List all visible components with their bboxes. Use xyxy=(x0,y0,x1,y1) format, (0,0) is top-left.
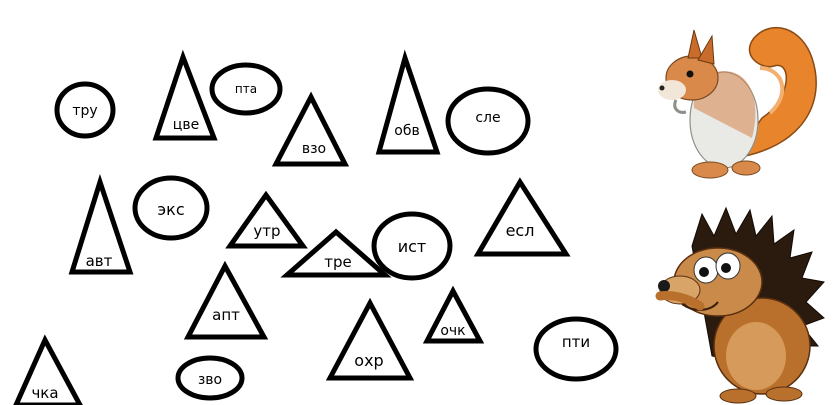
triangle-shape[interactable]: обв xyxy=(375,49,441,155)
triangle-label: авт xyxy=(86,252,113,270)
triangle-label: апт xyxy=(212,306,240,324)
hedgehog-icon xyxy=(652,206,840,405)
triangle-label: цве xyxy=(173,117,199,133)
circle-shape[interactable]: ист xyxy=(371,211,453,281)
triangle-label: есл xyxy=(506,221,535,240)
triangle-shape[interactable]: охр xyxy=(325,297,415,381)
circle-label: тру xyxy=(72,103,97,119)
triangle-shape[interactable]: тре xyxy=(280,228,392,278)
triangle-label: утр xyxy=(253,222,280,240)
triangle-label: обв xyxy=(394,123,419,139)
circle-label: пта xyxy=(235,82,257,96)
circle-label: ист xyxy=(398,237,427,256)
triangle-label: взо xyxy=(302,141,326,157)
circle-shape[interactable]: пти xyxy=(533,316,619,382)
circle-shape[interactable]: тру xyxy=(54,81,116,139)
triangle-shape[interactable]: чка xyxy=(13,334,83,405)
triangle-label: охр xyxy=(354,351,383,370)
circle-label: экс xyxy=(157,200,184,219)
triangle-shape[interactable]: авт xyxy=(68,173,134,275)
triangle-label: чка xyxy=(31,384,58,402)
circle-shape[interactable]: экс xyxy=(132,175,210,241)
triangle-label: тре xyxy=(324,253,352,271)
circle-label: зво xyxy=(198,372,222,388)
circle-label: сле xyxy=(475,110,500,126)
triangle-shape[interactable]: очк xyxy=(422,285,485,344)
triangle-label: очк xyxy=(440,323,465,339)
triangle-shape[interactable]: апт xyxy=(183,260,269,340)
triangle-shape[interactable]: есл xyxy=(473,177,571,257)
triangle-shape[interactable]: цве xyxy=(152,49,218,141)
triangle-shape[interactable]: взо xyxy=(271,91,350,167)
circle-shape[interactable]: сле xyxy=(445,86,531,156)
triangle-shape[interactable]: утр xyxy=(225,190,308,249)
circle-shape[interactable]: пта xyxy=(209,62,283,116)
circle-label: пти xyxy=(562,333,590,351)
circle-shape[interactable]: зво xyxy=(175,355,245,401)
squirrel-icon xyxy=(642,8,840,188)
